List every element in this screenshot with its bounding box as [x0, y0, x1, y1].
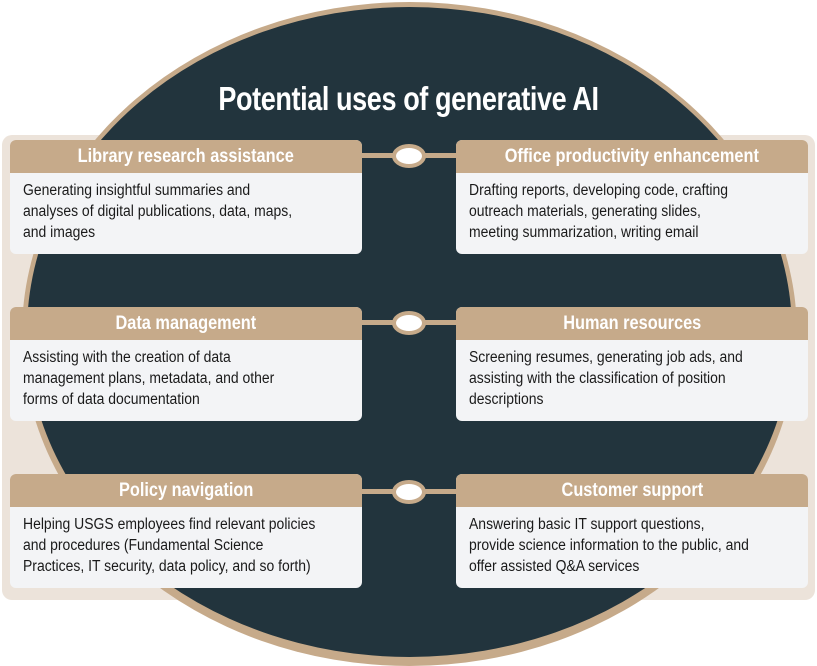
card-description: Answering basic IT support questions, pr…: [469, 516, 749, 575]
card-heading: Office productivity enhancement: [456, 140, 808, 173]
card-heading: Library research assistance: [10, 140, 362, 173]
card-data-management: Data management Assisting with the creat…: [10, 307, 362, 421]
card-description: Screening resumes, generating job ads, a…: [469, 349, 743, 408]
card-policy-navigation: Policy navigation Helping USGS employees…: [10, 474, 362, 588]
card-heading: Customer support: [456, 474, 808, 507]
card-heading: Data management: [10, 307, 362, 340]
diagram-title: Potential uses of generative AI: [218, 80, 599, 117]
card-library-research-assistance: Library research assistance Generating i…: [10, 140, 362, 254]
card-office-productivity-enhancement: Office productivity enhancement Drafting…: [456, 140, 808, 254]
oval-node-icon: [392, 144, 426, 168]
oval-node-icon: [392, 480, 426, 504]
card-description: Drafting reports, developing code, craft…: [469, 182, 729, 241]
card-description: Generating insightful summaries and anal…: [23, 182, 293, 241]
oval-node-icon: [392, 311, 426, 335]
card-heading: Policy navigation: [10, 474, 362, 507]
card-description: Helping USGS employees find relevant pol…: [23, 516, 316, 575]
card-human-resources: Human resources Screening resumes, gener…: [456, 307, 808, 421]
card-description: Assisting with the creation of data mana…: [23, 349, 275, 408]
card-heading: Human resources: [456, 307, 808, 340]
card-customer-support: Customer support Answering basic IT supp…: [456, 474, 808, 588]
